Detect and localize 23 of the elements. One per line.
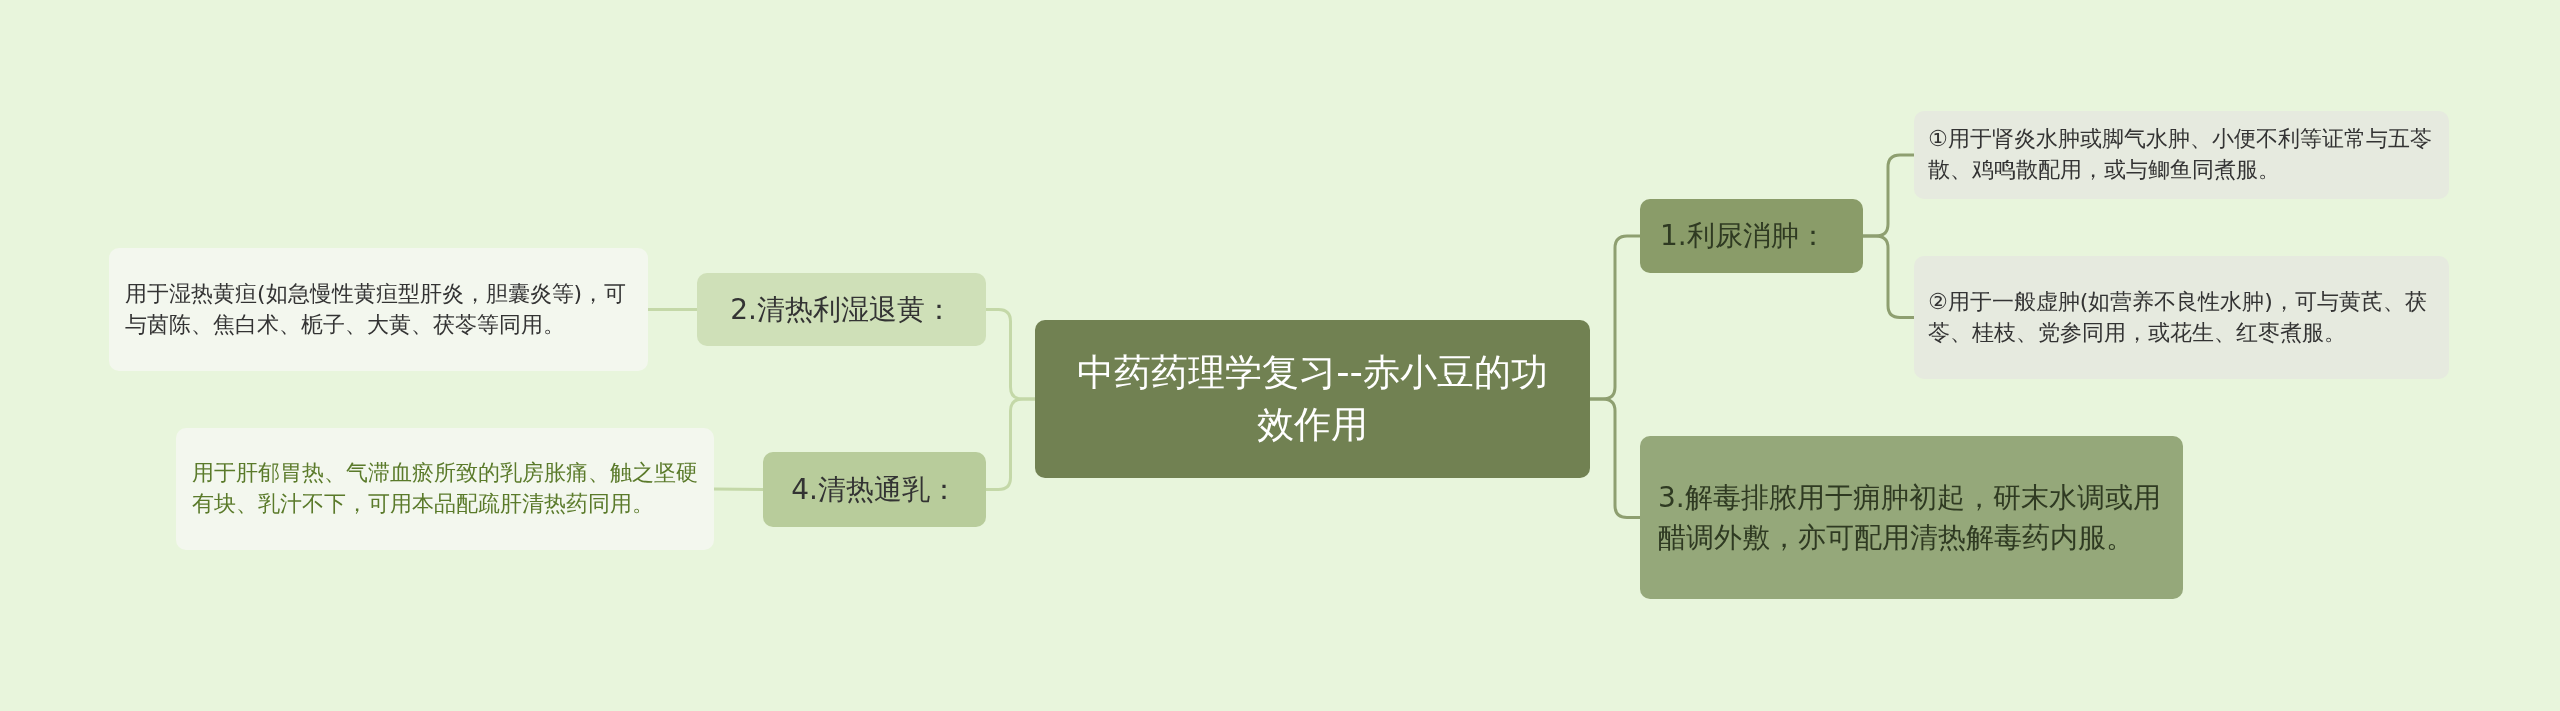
leaf-note [176, 428, 714, 550]
topic-text: ②用于一般虚肿(如营养不良性水肿)，可与黄芪、茯苓、桂枝、党参同用，或花生、红枣煮服。 [1928, 287, 2428, 347]
branch-topic [763, 452, 986, 527]
leaf-note [1914, 111, 2449, 199]
branch-topic [1640, 436, 2183, 599]
connector-line [1863, 234, 1914, 319]
topic-text: 用于肝郁胃热、气滞血瘀所致的乳房胀痛、触之坚硬有块、乳汁不下，可用本品配疏肝清热药同用。 [192, 459, 698, 518]
topic-text: ①用于肾炎水肿或脚气水肿、小便不利等证常与五苓散、鸡鸣散配用，或与鲫鱼同煮服。 [1928, 125, 2433, 184]
leaf-note [1914, 256, 2449, 379]
topic-text: 1.利尿消肿： [1660, 218, 1827, 255]
central-topic [1035, 320, 1590, 478]
topic-text: 4.清热通乳： [791, 471, 958, 508]
connector-line [648, 308, 697, 311]
connector-line [1590, 397, 1640, 519]
branch-topic [1640, 199, 1863, 273]
connector-line [714, 487, 763, 491]
topic-text: 中药药理学复习--赤小豆的功效作用 [1076, 350, 1549, 448]
topic-text: 用于湿热黄疸(如急慢性黄疸型肝炎，胆囊炎等)，可与茵陈、焦白术、栀子、大黄、茯苓等同用。 [125, 279, 628, 339]
connector-line [986, 397, 1035, 491]
leaf-note [109, 248, 648, 371]
topic-text: 3.解毒排脓用于痈肿初起，研末水调或用醋调外敷，亦可配用清热解毒药内服。 [1658, 480, 2162, 556]
branch-topic [697, 273, 986, 346]
topic-text: 2.清热利湿退黄： [730, 291, 953, 328]
